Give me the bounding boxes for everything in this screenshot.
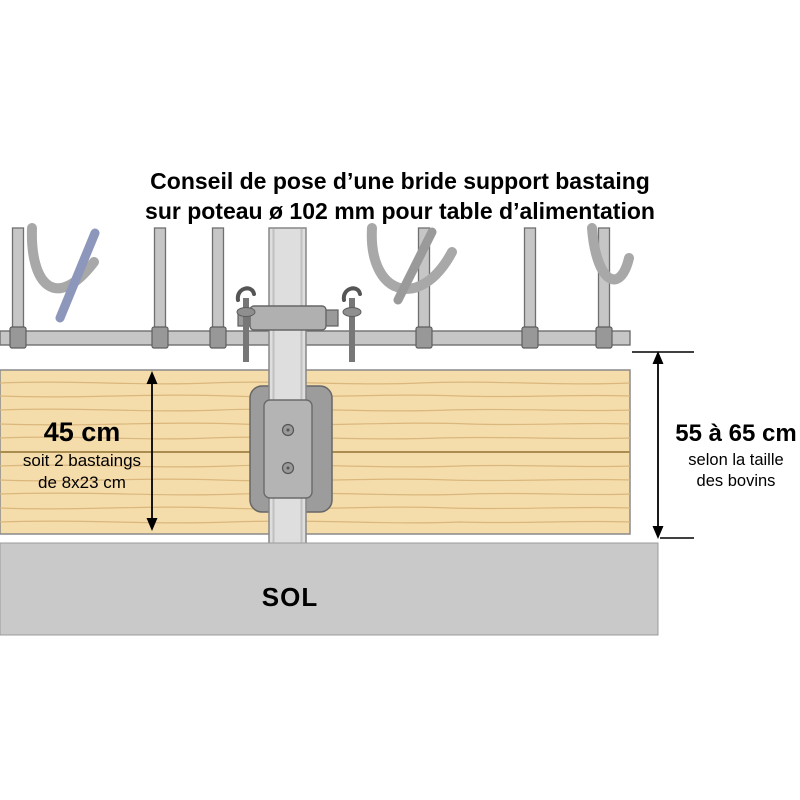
wing-nut [236,307,256,317]
label-right-detail-1: selon la taille [688,451,783,469]
rail-clamp [415,326,433,349]
barrier-tubes [11,223,634,335]
page-title: Conseil de pose d’une bride support bast… [0,166,800,226]
rail-clamps [9,326,613,349]
barrier-curved-tube [587,223,634,285]
ground-label: SOL [262,582,318,612]
label-left-detail-2: de 8x23 cm [38,473,126,492]
barrier-curved-tube [366,223,457,294]
label-right-detail-2: des bovins [697,472,776,490]
label-left-detail-1: soit 2 bastaings [23,451,141,470]
dimension-right [632,351,694,539]
rail-clamp [9,326,27,349]
center-post [268,227,307,559]
arrowhead-down [652,526,664,539]
bracket-bolt-center [286,466,290,470]
barrier-tube [153,227,167,335]
barrier-tube [211,227,225,335]
post-collar-clamp [235,286,362,362]
title-line-1: Conseil de pose d’une bride support bast… [150,168,650,194]
title-line-2: sur poteau ø 102 mm pour table d’aliment… [145,198,655,224]
rail-clamp [151,326,169,349]
clamp-pin [349,298,355,362]
post-body [268,227,307,559]
arrowhead-up [146,371,158,384]
rail-clamp [521,326,539,349]
barrier-diagonal-bar [55,228,100,323]
barrier-tube [523,227,537,335]
rail-clamp [595,326,613,349]
clamp-hook [341,286,362,302]
bracket-bolts [281,423,295,475]
rail-clamp [209,326,227,349]
arrowhead-up [652,351,664,364]
clamp-pin [243,298,249,362]
label-45cm: 45 cm [44,417,121,447]
bracket-front-strap [263,399,313,499]
collar-body [249,305,327,331]
clamp-hook [235,286,256,302]
barrier-diagonal-bar [393,227,437,305]
wing-nut [342,307,362,317]
label-55-65cm: 55 à 65 cm [675,420,796,447]
barrier-tube [11,227,25,335]
bracket-bolt-center [286,428,290,432]
arrowhead-down [146,518,158,531]
concrete-ground [0,542,659,636]
